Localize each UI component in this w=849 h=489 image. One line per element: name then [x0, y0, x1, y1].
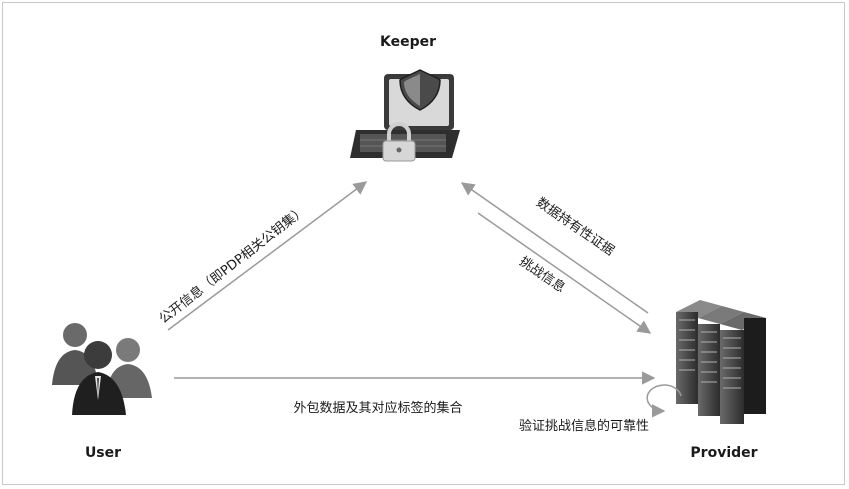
user-group-icon [52, 323, 152, 415]
user-title: User [85, 445, 121, 461]
keeper-title: Keeper [380, 34, 436, 50]
label-provider-self: 验证挑战信息的可靠性 [519, 418, 649, 434]
label-keeper-to-provider: 挑战信息 [516, 253, 568, 296]
arrow-provider-to-keeper [460, 182, 649, 314]
arrow-keeper-to-provider [477, 212, 652, 334]
arrow-user-to-keeper [167, 181, 368, 331]
server-rack-icon [676, 300, 766, 424]
arrow-provider-self-loop [646, 384, 682, 418]
provider-title: Provider [690, 445, 757, 461]
label-provider-to-keeper: 数据持有性证据 [533, 195, 617, 259]
laptop-shield-lock-icon [350, 69, 460, 162]
label-user-to-provider: 外包数据及其对应标签的集合 [293, 400, 462, 416]
label-user-to-keeper: 公开信息（即PDP相关公钥集） [156, 203, 309, 327]
